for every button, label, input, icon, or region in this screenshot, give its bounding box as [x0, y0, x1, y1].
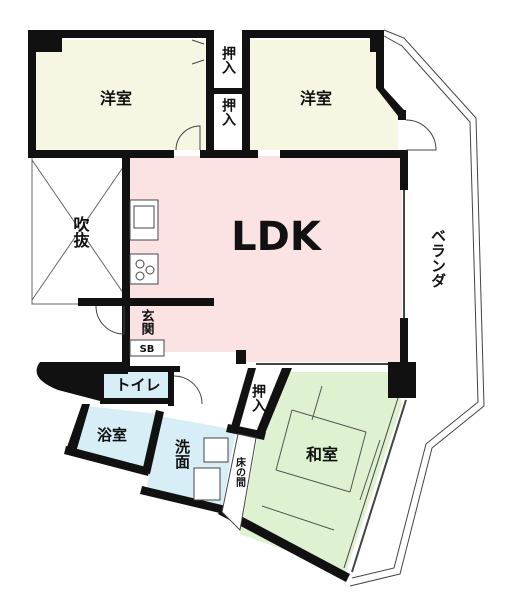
washitsu-fill	[240, 372, 402, 572]
kitchen-sink-basin	[133, 205, 155, 229]
tatami-lines	[261, 385, 381, 531]
label-veranda: ベランダ	[429, 228, 447, 288]
wall-genkan-left	[122, 306, 130, 366]
bathroom-fill	[74, 406, 158, 468]
window-washitsu-diag	[351, 399, 407, 573]
wall-oshiire-left	[230, 368, 256, 432]
western-room-right-fill	[248, 40, 398, 150]
door-genkan	[95, 305, 125, 335]
wall-oshiire-right	[256, 368, 292, 436]
label-closet-top: 押入	[220, 45, 236, 74]
wall-toilet-bottom	[100, 398, 172, 404]
wall-genkan-top	[78, 298, 214, 306]
label-washitsu: 和室	[306, 445, 338, 464]
toilet-fill	[104, 372, 170, 400]
veranda-inner	[351, 35, 479, 579]
wall-ldk-top-right	[280, 150, 408, 158]
door-western-left	[175, 125, 201, 151]
wall-toilet-right	[168, 366, 174, 406]
door-closet-top	[191, 39, 205, 65]
wall-top-right	[246, 30, 384, 38]
wall-bath-bottom	[64, 446, 150, 476]
label-tokonoma: 床の間	[234, 456, 246, 488]
wall-toilet-top	[100, 366, 180, 372]
wall-washitsu-corner	[388, 362, 416, 398]
wall-lower-diagonal	[218, 506, 350, 582]
fukinuke-cross-2	[31, 159, 129, 301]
label-ldk: LDK	[231, 214, 323, 260]
label-sb: SB	[140, 344, 155, 355]
label-closet-mid: 押入	[220, 97, 236, 126]
wall-ldk-top-left	[28, 150, 174, 158]
label-western-right: 洋室	[300, 89, 332, 108]
wall-bath-left	[66, 404, 90, 452]
label-toilet: トイレ	[115, 376, 160, 394]
wash-basin	[203, 437, 229, 463]
label-fukinuke: 吹抜	[71, 215, 90, 249]
label-western-left: 洋室	[100, 89, 132, 108]
wall-closet-mid	[206, 88, 250, 94]
wall-right-western	[376, 30, 384, 88]
wall-right-ldk-low	[400, 318, 408, 368]
door-toilet	[173, 375, 203, 405]
stove-burner-3	[135, 271, 145, 281]
wall-bath-wash	[142, 410, 164, 474]
label-oshiire-washitsu: 押入	[250, 383, 266, 412]
sb-box	[129, 339, 165, 357]
wall-bay	[376, 88, 404, 116]
wall-corner-nw	[28, 30, 62, 52]
stove-burner-2	[145, 265, 155, 275]
label-genkan: 玄関	[139, 308, 155, 336]
wall-oshiire-bottom	[226, 424, 266, 440]
wall-ldk-bottom	[236, 350, 246, 364]
wall-bay-lower	[398, 110, 406, 120]
western-room-left-fill	[36, 40, 212, 150]
kitchen-stove	[129, 253, 159, 285]
wall-left-western	[28, 30, 36, 156]
door-veranda	[405, 119, 437, 151]
tokonoma-area	[221, 433, 257, 532]
veranda-outline	[349, 29, 485, 587]
wall-wash-bottom	[140, 486, 226, 514]
washing-machine	[193, 467, 221, 501]
window-washitsu-diag-2	[343, 397, 399, 569]
wall-right-ldk	[400, 150, 408, 190]
wall-top-left	[28, 30, 214, 38]
stove-burner-1	[135, 259, 145, 269]
label-washroom: 洗面	[173, 438, 191, 470]
wall-ldk-top-mid	[200, 150, 258, 158]
ldk-fill	[128, 156, 402, 362]
label-bathroom: 浴室	[97, 426, 127, 444]
wall-kitchen	[122, 156, 130, 302]
